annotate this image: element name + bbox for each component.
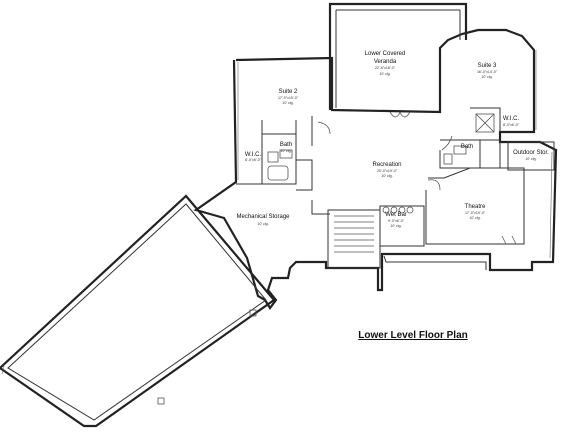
bath-right-label: Bath (461, 144, 473, 150)
wet-bar-clg: 10' clg. (390, 224, 401, 228)
veranda-label-line2: Veranda (374, 59, 397, 65)
wic-left-label: W.I.C. (245, 152, 262, 158)
suite3-dims: 16'-0"x14'-0" (477, 70, 498, 74)
mech-storage-clg: 10' clg. (257, 222, 268, 226)
theatre-dims: 17'-0"x19'-0" (465, 211, 486, 215)
veranda-dims: 22'-6"x18'-0" (375, 66, 396, 70)
suite3-label: Suite 3 (478, 63, 497, 69)
recreation-clg: 10' clg. (381, 174, 392, 178)
wet-bar-label: Wet Bar (385, 212, 407, 218)
suite2-dims: 17'-0"x15'-0" (278, 96, 299, 100)
suite2-clg: 10' clg. (282, 101, 293, 105)
wic-right-dims: 8'-0"x6'-0" (503, 123, 520, 127)
veranda-clg: 10' clg. (379, 72, 390, 76)
plan-title: Lower Level Floor Plan (358, 330, 467, 341)
exterior-walls (0, 2, 558, 428)
theatre-label: Theatre (465, 204, 486, 210)
suite2-label: Suite 2 (279, 89, 298, 95)
room-labels: Lower Covered Veranda 22'-6"x18'-0" 10' … (236, 51, 549, 228)
wic-right-label: W.I.C. (503, 116, 520, 122)
theatre-clg: 10' clg. (469, 216, 480, 220)
outdoor-stor-label: Outdoor Stor. (513, 150, 549, 156)
bath-left-label: Bath (280, 142, 292, 148)
recreation-label: Recreation (372, 162, 401, 168)
veranda-label-line1: Lower Covered (365, 51, 406, 57)
interior-walls (236, 107, 555, 270)
wet-bar-dims: 9'-0"x6'-0" (388, 219, 405, 223)
outdoor-stor-clg: 10' clg. (525, 157, 536, 161)
fixtures-and-doors (157, 50, 553, 405)
recreation-dims: 20'-0"x19'-0" (377, 169, 398, 173)
mech-storage-label: Mechanical Storage (236, 214, 290, 220)
suite3-clg: 10' clg. (481, 75, 492, 79)
bath-left-clg: 10' clg. (280, 149, 291, 153)
wic-left-dims: 8'-0"x6'-0" (245, 158, 262, 162)
